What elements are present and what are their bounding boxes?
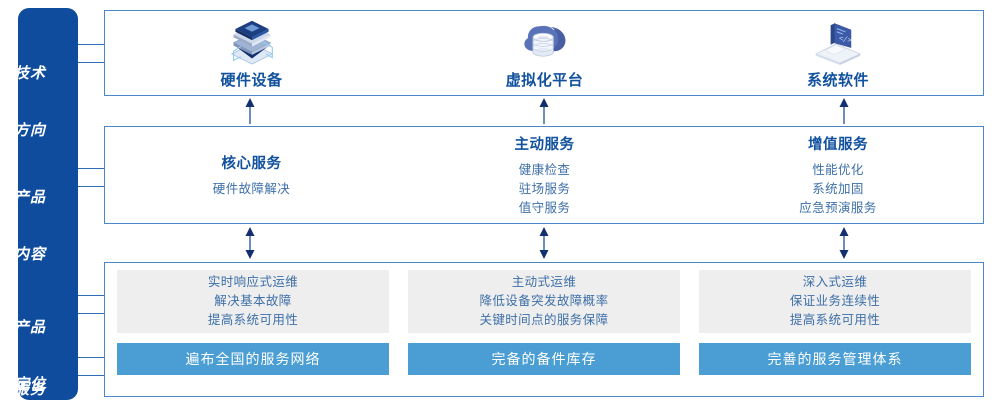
arrow-up-hardware bbox=[245, 98, 255, 124]
advantage-bar-label: 完备的备件库存 bbox=[491, 351, 597, 367]
advantage-bar-service-network[interactable]: 遍布全国的服务网络 bbox=[117, 343, 389, 375]
arrow-double-hardware bbox=[245, 227, 255, 259]
positioning-line: 保证业务连续性 bbox=[789, 294, 881, 308]
positioning-card-realtime[interactable]: 实时响应式运维 解决基本故障 提高系统可用性 bbox=[117, 270, 389, 333]
rail-label-line1: 产品 bbox=[13, 319, 46, 336]
arrow-double-virtualization bbox=[539, 227, 549, 259]
advantage-bar-spare-parts[interactable]: 完备的备件库存 bbox=[408, 343, 680, 375]
connector-advantage-top bbox=[78, 357, 104, 358]
connector-positioning-top bbox=[78, 295, 104, 296]
rail-label-line1: 产品 bbox=[13, 189, 46, 206]
connector-positioning-bottom bbox=[78, 313, 104, 314]
product-item: 系统加固 bbox=[812, 181, 864, 196]
product-column-core-service[interactable]: 核心服务 硬件故障解决 bbox=[105, 127, 398, 223]
tech-label-virtualization: 虚拟化平台 bbox=[505, 71, 584, 89]
arrow-up-virtualization bbox=[539, 98, 549, 124]
laptop-code-icon: </> bbox=[814, 22, 862, 65]
svg-text:</>: </> bbox=[838, 33, 853, 45]
rail-label-line1: 技术 bbox=[13, 65, 46, 82]
product-column-active-service[interactable]: 主动服务 健康检查 驻场服务 值守服务 bbox=[398, 127, 691, 223]
advantage-bar-management-system[interactable]: 完善的服务管理体系 bbox=[699, 343, 971, 375]
connector-tech-top bbox=[78, 44, 104, 45]
advantage-bar-label: 遍布全国的服务网络 bbox=[185, 351, 321, 367]
tech-column-hardware[interactable]: 硬件设备 bbox=[105, 11, 398, 95]
positioning-line: 关键时间点的服务保障 bbox=[479, 313, 609, 327]
positioning-line: 降低设备突发故障概率 bbox=[479, 294, 609, 308]
connector-advantage-bottom bbox=[78, 375, 104, 376]
connector-content-top bbox=[78, 168, 104, 169]
product-title-value-added-service: 增值服务 bbox=[808, 136, 868, 153]
rail-item-service-advantage: 服务 优势 bbox=[0, 342, 60, 407]
positioning-line: 主动式运维 bbox=[511, 275, 577, 289]
arrow-double-system-software bbox=[839, 227, 849, 259]
rail-label-line2: 方向 bbox=[13, 122, 46, 139]
positioning-card-indepth[interactable]: 深入式运维 保证业务连续性 提高系统可用性 bbox=[699, 270, 971, 333]
category-rail bbox=[18, 8, 78, 400]
rail-item-tech-direction: 技术 方向 bbox=[0, 26, 60, 178]
cloud-database-icon bbox=[523, 25, 565, 57]
rail-label-line1: 服务 bbox=[13, 381, 46, 398]
product-content-panel: 核心服务 硬件故障解决 主动服务 健康检查 驻场服务 值守服务 增值服务 性能优… bbox=[104, 126, 984, 224]
tech-column-virtualization[interactable]: 虚拟化平台 bbox=[398, 11, 691, 95]
product-item: 值守服务 bbox=[518, 200, 571, 215]
positioning-line: 提高系统可用性 bbox=[789, 313, 881, 327]
product-item: 驻场服务 bbox=[518, 181, 571, 196]
tech-label-system-software: 系统软件 bbox=[806, 71, 869, 89]
product-title-core-service: 核心服务 bbox=[221, 155, 282, 172]
rail-label-line2: 内容 bbox=[13, 246, 46, 263]
product-title-active-service: 主动服务 bbox=[514, 136, 575, 153]
arrow-up-system-software bbox=[839, 98, 849, 124]
connector-content-bottom bbox=[78, 186, 104, 187]
product-item: 健康检查 bbox=[518, 162, 571, 177]
product-item: 性能优化 bbox=[812, 162, 864, 177]
product-item: 应急预演服务 bbox=[799, 200, 877, 215]
rail-item-product-content: 产品 内容 bbox=[0, 150, 60, 302]
server-stack-icon bbox=[230, 20, 273, 64]
positioning-line: 实时响应式运维 bbox=[207, 275, 299, 289]
product-column-value-added-service[interactable]: 增值服务 性能优化 系统加固 应急预演服务 bbox=[691, 127, 985, 223]
rail-label-line2: 定位 bbox=[13, 376, 46, 393]
positioning-line: 解决基本故障 bbox=[214, 294, 292, 308]
tech-column-system-software[interactable]: </> 系统软件 bbox=[691, 11, 985, 95]
product-item: 硬件故障解决 bbox=[212, 181, 291, 196]
connector-tech-bottom bbox=[78, 62, 104, 63]
tech-direction-panel: 硬件设备 虚拟化平台 bbox=[104, 10, 984, 96]
advantage-bar-label: 完善的服务管理体系 bbox=[767, 351, 903, 367]
positioning-line: 提高系统可用性 bbox=[207, 313, 299, 327]
positioning-card-proactive[interactable]: 主动式运维 降低设备突发故障概率 关键时间点的服务保障 bbox=[408, 270, 680, 333]
tech-label-hardware: 硬件设备 bbox=[220, 71, 283, 89]
positioning-line: 深入式运维 bbox=[802, 275, 868, 289]
positioning-advantage-panel: 实时响应式运维 解决基本故障 提高系统可用性 主动式运维 降低设备突发故障概率 … bbox=[104, 262, 984, 397]
rail-item-product-positioning: 产品 定位 bbox=[0, 280, 60, 407]
